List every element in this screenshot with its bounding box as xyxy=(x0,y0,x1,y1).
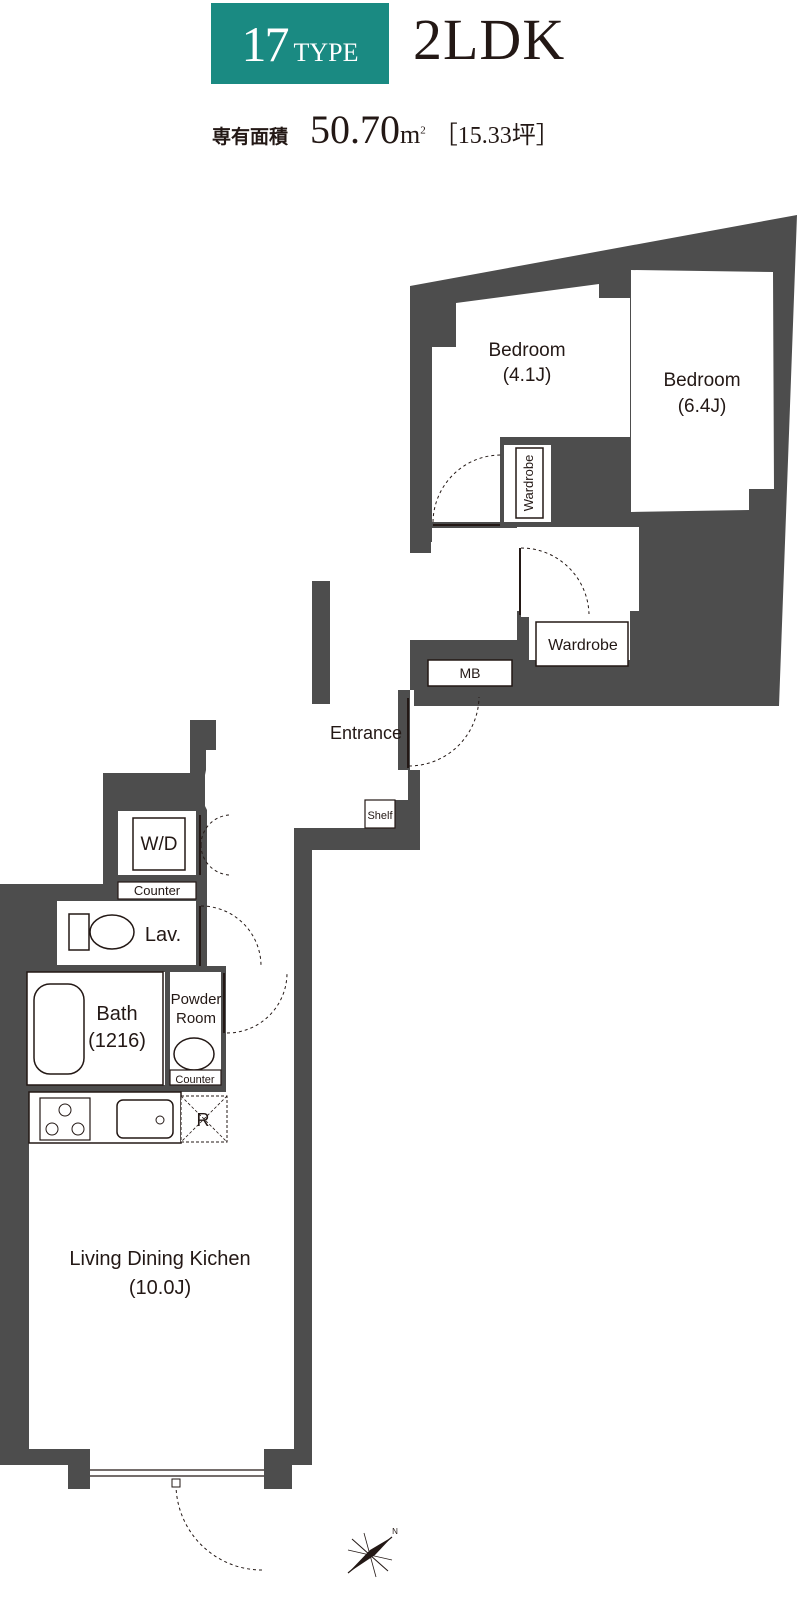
type-number: 17 xyxy=(241,16,290,72)
burner-icon xyxy=(58,1103,72,1117)
door-swing xyxy=(520,547,590,615)
bedroom1-name: Bedroom xyxy=(488,340,565,361)
entrance-label: Entrance xyxy=(330,723,402,743)
door-swing xyxy=(432,454,502,523)
toilet-bowl xyxy=(89,914,135,950)
interior-ldk xyxy=(29,1092,292,1445)
toilet-tank xyxy=(68,913,90,951)
counter-bottom-label: Counter xyxy=(175,1074,214,1086)
mb-label: MB xyxy=(460,665,481,681)
compass-north-label: N xyxy=(392,1527,398,1536)
burner-icon xyxy=(45,1122,59,1136)
window-handle xyxy=(171,1478,181,1488)
interior-upper xyxy=(432,284,630,522)
counter-bottom-box xyxy=(169,1069,222,1086)
drain-icon xyxy=(155,1115,165,1125)
counter-top-box xyxy=(117,881,197,900)
area-row: 専有面積 50.70 m2 ［15.33坪］ xyxy=(212,106,560,152)
fridge-label: R xyxy=(197,1110,210,1130)
layout-name: 2LDK xyxy=(413,7,566,72)
door-swing xyxy=(175,1483,263,1571)
compass-icon xyxy=(347,1532,393,1578)
type-badge: 17 TYPE xyxy=(211,3,389,84)
bedroom1-size: (4.1J) xyxy=(503,365,552,386)
shelf-label: Shelf xyxy=(367,810,393,822)
area-unit: m2 xyxy=(400,120,426,150)
washer-box xyxy=(132,817,186,871)
burner-icon xyxy=(71,1122,85,1136)
bath-size: (1216) xyxy=(88,1030,146,1052)
powder-line2: Room xyxy=(176,1010,216,1027)
wardrobe-large-box xyxy=(535,621,629,667)
wardrobe-large-label: Wardrobe xyxy=(548,637,618,654)
area-label: 専有面積 xyxy=(212,126,289,148)
lav-label: Lav. xyxy=(145,924,181,946)
stove-top xyxy=(39,1097,91,1141)
type-word: TYPE xyxy=(293,38,359,67)
wardrobe-small-label: Wardrobe xyxy=(521,455,536,512)
fridge-cross xyxy=(180,1095,228,1143)
area-unit-sup: 2 xyxy=(420,124,426,137)
ldk-name: Living Dining Kichen xyxy=(69,1248,250,1270)
area-unit-m: m xyxy=(400,120,421,149)
bathtub xyxy=(33,983,85,1075)
shelf-box xyxy=(364,799,396,829)
door-swing xyxy=(408,696,480,767)
interior-balcony xyxy=(90,1440,264,1494)
counter-top-label: Counter xyxy=(134,883,181,898)
mb-box xyxy=(427,659,513,687)
area-tsubo: ［15.33坪］ xyxy=(433,123,560,149)
bath-name: Bath xyxy=(96,1003,137,1025)
wardrobe-small-box xyxy=(515,447,544,519)
interior-bedroom2 xyxy=(631,270,774,512)
sink-icon xyxy=(173,1037,215,1071)
bedroom2-name: Bedroom xyxy=(663,370,740,391)
ldk-size: (10.0J) xyxy=(129,1277,191,1299)
powder-line1: Powder xyxy=(171,991,222,1008)
area-value: 50.70 xyxy=(310,107,401,152)
plan-header: 17 TYPE 2LDK 専有面積 50.70 m2 ［15.33坪］ xyxy=(0,0,812,180)
kitchen-sink xyxy=(116,1099,174,1139)
bedroom2-size: (6.4J) xyxy=(678,396,727,417)
wd-label: W/D xyxy=(141,834,178,855)
